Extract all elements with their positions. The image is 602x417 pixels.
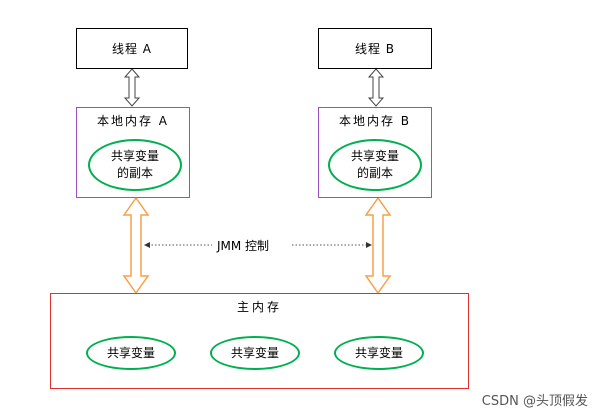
local-b-copy-ellipse: 共享变量 的副本: [328, 139, 422, 191]
jmm-control-label: JMM 控制: [214, 237, 273, 254]
local-b-copy-line1: 共享变量: [350, 149, 399, 163]
thread-b-label: 线程 B: [354, 42, 396, 56]
main-shared-var-3: 共享变量: [334, 336, 424, 370]
local-memory-a-box: 本地内存 A 共享变量 的副本: [76, 107, 190, 198]
local-memory-b-box: 本地内存 B 共享变量 的副本: [318, 107, 432, 198]
local-memory-b-title: 本地内存 B: [338, 114, 412, 128]
local-a-main-arrow: [122, 196, 150, 295]
main-memory-box: 主内存 共享变量 共享变量 共享变量: [50, 293, 469, 389]
main-memory-title: 主内存: [236, 300, 282, 314]
thread-b-local-b-arrow: [367, 68, 385, 107]
local-a-copy-line1: 共享变量: [110, 149, 159, 163]
local-memory-a-title: 本地内存 A: [96, 114, 170, 128]
jmm-arrowhead-left: [144, 242, 150, 248]
thread-a-local-a-arrow: [123, 68, 141, 107]
main-shared-var-2: 共享变量: [210, 336, 300, 370]
jmm-arrowhead-right: [366, 242, 372, 248]
local-a-copy-line2: 的副本: [116, 166, 153, 180]
local-b-copy-line2: 的副本: [356, 166, 393, 180]
thread-b-box: 线程 B: [318, 28, 432, 69]
main-shared-var-1: 共享变量: [86, 336, 176, 370]
local-a-copy-ellipse: 共享变量 的副本: [88, 139, 182, 191]
thread-a-label: 线程 A: [111, 42, 153, 56]
thread-a-box: 线程 A: [76, 28, 188, 69]
csdn-watermark: CSDN @头顶假发: [481, 394, 588, 409]
